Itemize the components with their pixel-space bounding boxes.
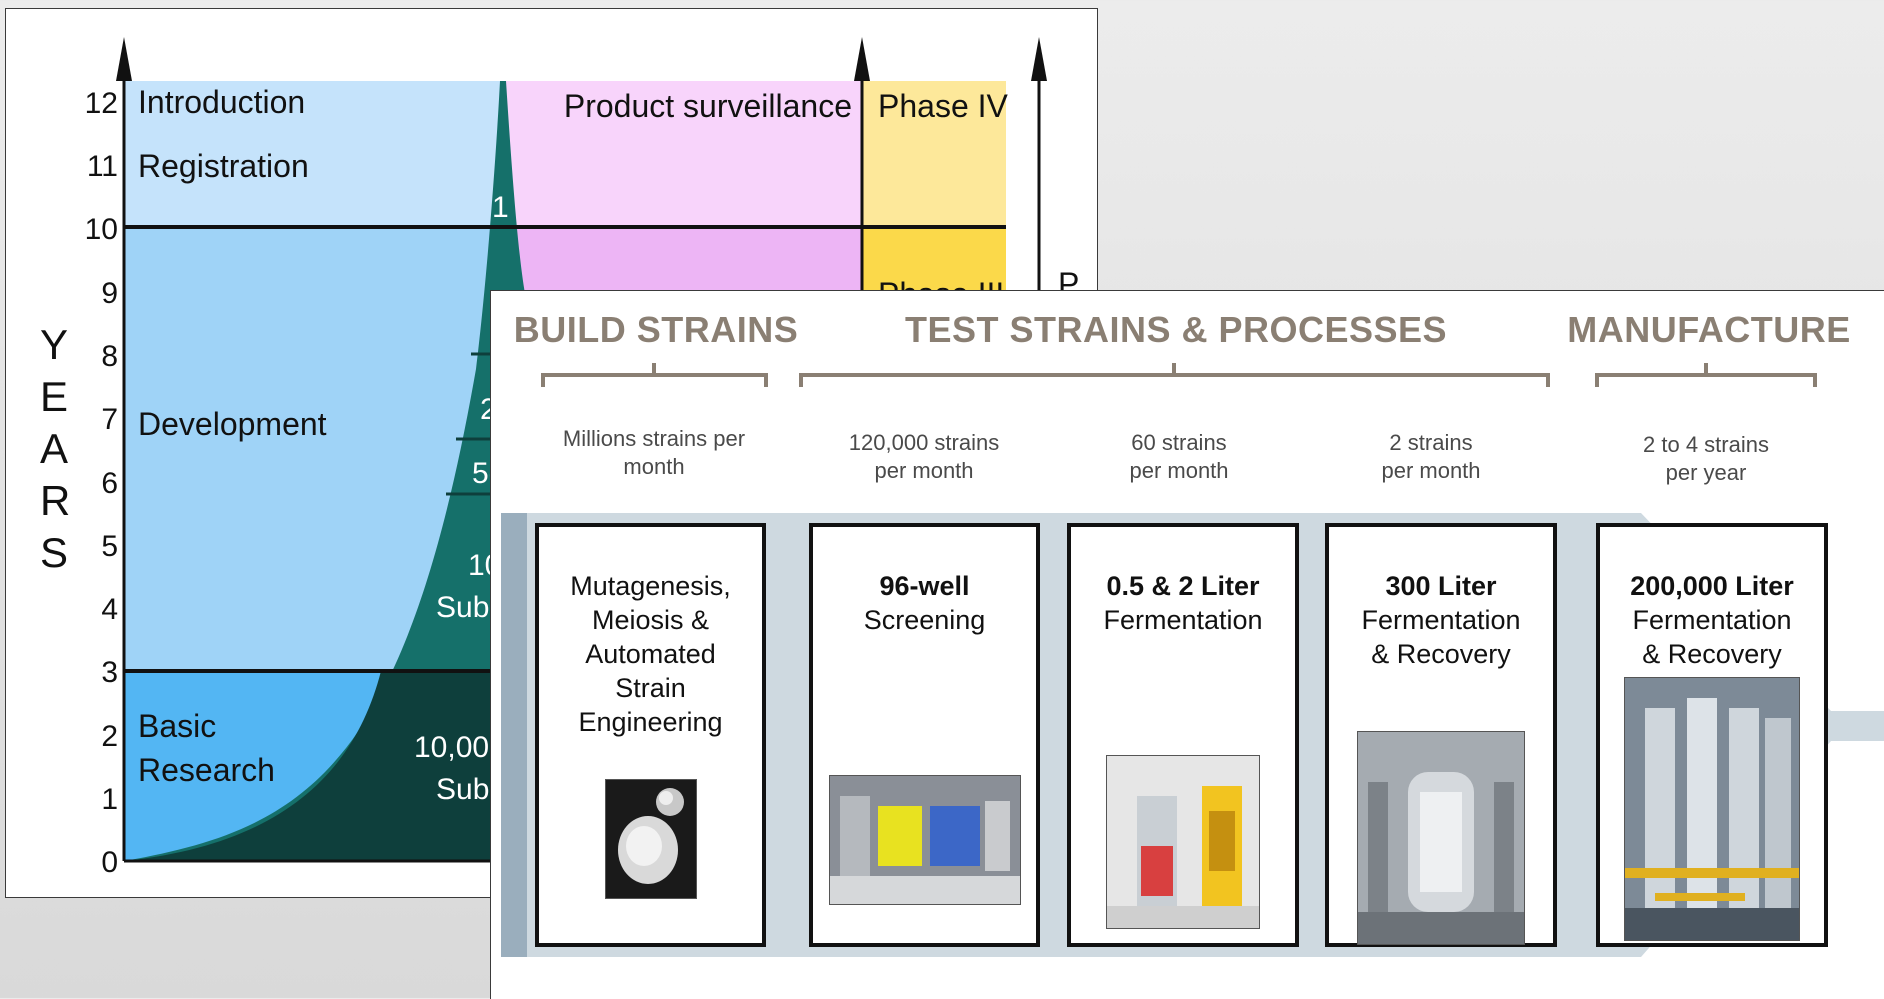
step-box-mutagenesis: Mutagenesis, Meiosis & Automated Strain … <box>535 523 766 947</box>
label-phase-iv: Phase IV <box>878 88 1009 124</box>
y-tick-10: 10 <box>85 213 118 246</box>
y-tick-11: 11 <box>87 150 118 183</box>
right-axis-arrow <box>1031 37 1047 81</box>
y-tick-8: 8 <box>101 340 118 373</box>
phase-iii-band <box>862 227 1006 297</box>
introduction-registration-band <box>124 81 504 227</box>
step-4-title: 300 Liter Fermentation & Recovery <box>1329 569 1553 671</box>
rate-step-1-line2: month <box>623 454 685 479</box>
funnel-dark-bottom <box>124 671 526 861</box>
bracket-build <box>541 363 768 387</box>
funnel-teal <box>124 81 526 861</box>
label-registration: Registration <box>138 148 309 184</box>
step-2-title: 96-well Screening <box>813 569 1036 637</box>
header-manufacture: MANUFACTURE <box>1567 309 1851 350</box>
y-axis-title-letter: Y <box>40 321 69 368</box>
rate-step-1: Millions strains per month <box>544 425 764 481</box>
industrial-plant-image <box>1624 677 1800 941</box>
y-tick-2: 2 <box>101 720 118 753</box>
strain-workflow-figure: BUILD STRAINS TEST STRAINS & PROCESSES M… <box>490 290 1884 999</box>
rate-step-3-line1: 60 strains <box>1131 430 1227 455</box>
rate-step-1-line1: Millions strains per <box>562 426 746 451</box>
bench-fermenter-image <box>1106 755 1260 929</box>
step-4-bold: 300 Liter <box>1385 571 1497 601</box>
bracket-test <box>799 363 1550 387</box>
timeline-chart-svg: 0 1 2 3 4 5 6 7 8 9 10 11 12 Introductio… <box>85 37 1079 879</box>
y-axis-title-letter: R <box>40 477 71 524</box>
step-3-line-1: Fermentation <box>1103 605 1263 635</box>
phase-iv-band <box>862 81 1006 227</box>
y-tick-0: 0 <box>101 846 118 879</box>
step-4-line-2: & Recovery <box>1371 639 1511 669</box>
label-introduction: Introduction <box>138 84 305 120</box>
y-tick-6: 6 <box>101 467 118 500</box>
rate-step-5-line2: per year <box>1665 460 1747 485</box>
y-axis-title-letter: S <box>40 529 69 576</box>
rate-step-2-line2: per month <box>874 458 974 483</box>
step-5-bold: 200,000 Liter <box>1630 571 1794 601</box>
flow-arrow-tail <box>501 513 527 957</box>
step-1-line-2: Meiosis & <box>591 605 710 635</box>
step-1-line-1: Mutagenesis, <box>570 571 731 601</box>
pink-band-lower <box>504 227 862 297</box>
robot-screening-image <box>828 775 1021 905</box>
y-tick-1: 1 <box>101 783 118 816</box>
y-axis-title-letter: A <box>40 425 69 472</box>
header-test-strains: TEST STRAINS & PROCESSES <box>904 309 1448 350</box>
step-3-title: 0.5 & 2 Liter Fermentation <box>1071 569 1295 637</box>
y-tick-12: 12 <box>85 87 118 120</box>
y-tick-9: 9 <box>101 277 118 310</box>
rate-step-4-line1: 2 strains <box>1389 430 1473 455</box>
step-2-line-1: Screening <box>863 605 986 635</box>
rate-step-3: 60 strains per month <box>1069 429 1289 485</box>
step-1-title: Mutagenesis, Meiosis & Automated Strain … <box>539 569 762 739</box>
step-box-industrial-fermentation: 200,000 Liter Fermentation & Recovery <box>1596 523 1828 947</box>
rate-step-5: 2 to 4 strains per year <box>1596 431 1816 487</box>
funnel-label-1: 1 <box>492 191 509 224</box>
step-3-bold: 0.5 & 2 Liter <box>1106 571 1260 601</box>
y-axis-title-letter: E <box>40 373 69 420</box>
step-4-line-1: Fermentation <box>1361 605 1521 635</box>
y-tick-4: 4 <box>101 593 118 626</box>
y-tick-5: 5 <box>101 530 118 563</box>
header-build-strains: BUILD STRAINS <box>513 309 799 350</box>
y-axis-arrow <box>116 37 132 81</box>
y-tick-7: 7 <box>101 403 118 436</box>
step-box-bench-fermentation: 0.5 & 2 Liter Fermentation <box>1067 523 1299 947</box>
pilot-fermenter-image <box>1357 731 1525 945</box>
step-5-line-2: & Recovery <box>1642 639 1782 669</box>
rate-step-4: 2 strains per month <box>1321 429 1541 485</box>
step-1-line-4: Strain <box>615 673 686 703</box>
step-1-line-5: Engineering <box>578 707 723 737</box>
rate-step-2-line1: 120,000 strains <box>848 430 1000 455</box>
rate-step-2: 120,000 strains per month <box>814 429 1034 485</box>
rate-step-3-line2: per month <box>1129 458 1229 483</box>
bracket-manufacture <box>1595 363 1817 387</box>
step-5-title: 200,000 Liter Fermentation & Recovery <box>1600 569 1824 671</box>
step-1-line-3: Automated <box>585 639 716 669</box>
y-tick-3: 3 <box>101 656 118 689</box>
label-development: Development <box>138 406 327 442</box>
surveillance-band <box>504 81 862 227</box>
step-box-96-well: 96-well Screening <box>809 523 1040 947</box>
rate-step-4-line2: per month <box>1381 458 1481 483</box>
step-box-pilot-fermentation: 300 Liter Fermentation & Recovery <box>1325 523 1557 947</box>
rate-step-5-line1: 2 to 4 strains <box>1643 432 1769 457</box>
label-basic: Basic <box>138 708 216 744</box>
label-product-surveillance: Product surveillance <box>564 88 852 124</box>
phase-axis-arrow <box>854 37 870 81</box>
step-2-bold: 96-well <box>879 571 970 601</box>
yeast-cell-image <box>604 779 697 899</box>
label-research: Research <box>138 752 275 788</box>
y-tick-labels: 0 1 2 3 4 5 6 7 8 9 10 11 12 <box>85 87 118 879</box>
step-5-line-1: Fermentation <box>1632 605 1792 635</box>
